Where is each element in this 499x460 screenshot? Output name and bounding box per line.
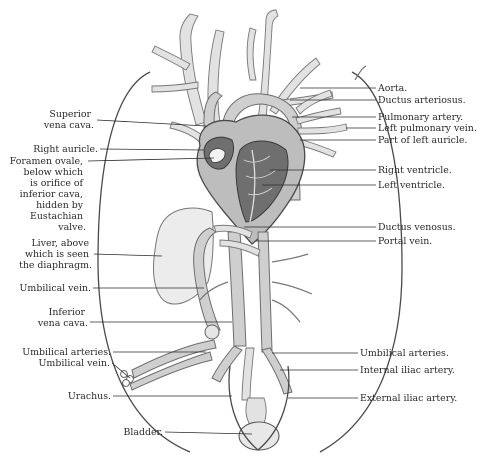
label-left-pulmonary-vein: Left pulmonary vein. <box>378 123 477 134</box>
label-right-auricle: Right auricle. <box>33 144 98 155</box>
label-umbilical-vein-lower: Umbilical vein. <box>39 358 110 369</box>
label-urachus: Urachus. <box>68 391 111 402</box>
label-umbilical-vein: Umbilical vein. <box>20 283 91 294</box>
aortic-side-branches <box>200 254 312 322</box>
label-inferior-vena-cava: Inferior vena cava. <box>37 307 88 329</box>
label-foramen-ovale: Foramen ovale, below which is orifice of… <box>10 156 86 233</box>
label-portal-vein: Portal vein. <box>378 236 432 247</box>
iliac-vessels <box>212 346 292 400</box>
label-external-iliac-artery: External iliac artery. <box>360 393 457 404</box>
label-ductus-arteriosus: Ductus arteriosus. <box>378 95 466 106</box>
label-right-ventricle: Right ventricle. <box>378 165 452 176</box>
label-umbilical-arteries-right: Umbilical arteries. <box>360 348 449 359</box>
label-pulmonary-artery: Pulmonary artery. <box>378 112 463 123</box>
label-left-auricle: Part of left auricle. <box>378 135 467 146</box>
labels-left: Superior vena cava. Right auricle. Foram… <box>10 109 163 438</box>
label-ductus-venosus: Ductus venosus. <box>378 222 456 233</box>
label-superior-vena-cava: Superior vena cava. <box>43 109 94 131</box>
label-aorta: Aorta. <box>377 83 407 94</box>
label-umbilical-arteries-left: Umbilical arteries. <box>22 347 111 358</box>
label-bladder: Bladder. <box>124 427 163 438</box>
label-left-ventricle: Left ventricle. <box>378 180 445 191</box>
label-liver: Liver, above which is seen the diaphragm… <box>19 238 92 271</box>
umbilical-arteries-vessels <box>121 325 219 390</box>
label-internal-iliac-artery: Internal iliac artery. <box>360 365 455 376</box>
labels-right: Aorta. Ductus arteriosus. Pulmonary arte… <box>360 83 477 404</box>
